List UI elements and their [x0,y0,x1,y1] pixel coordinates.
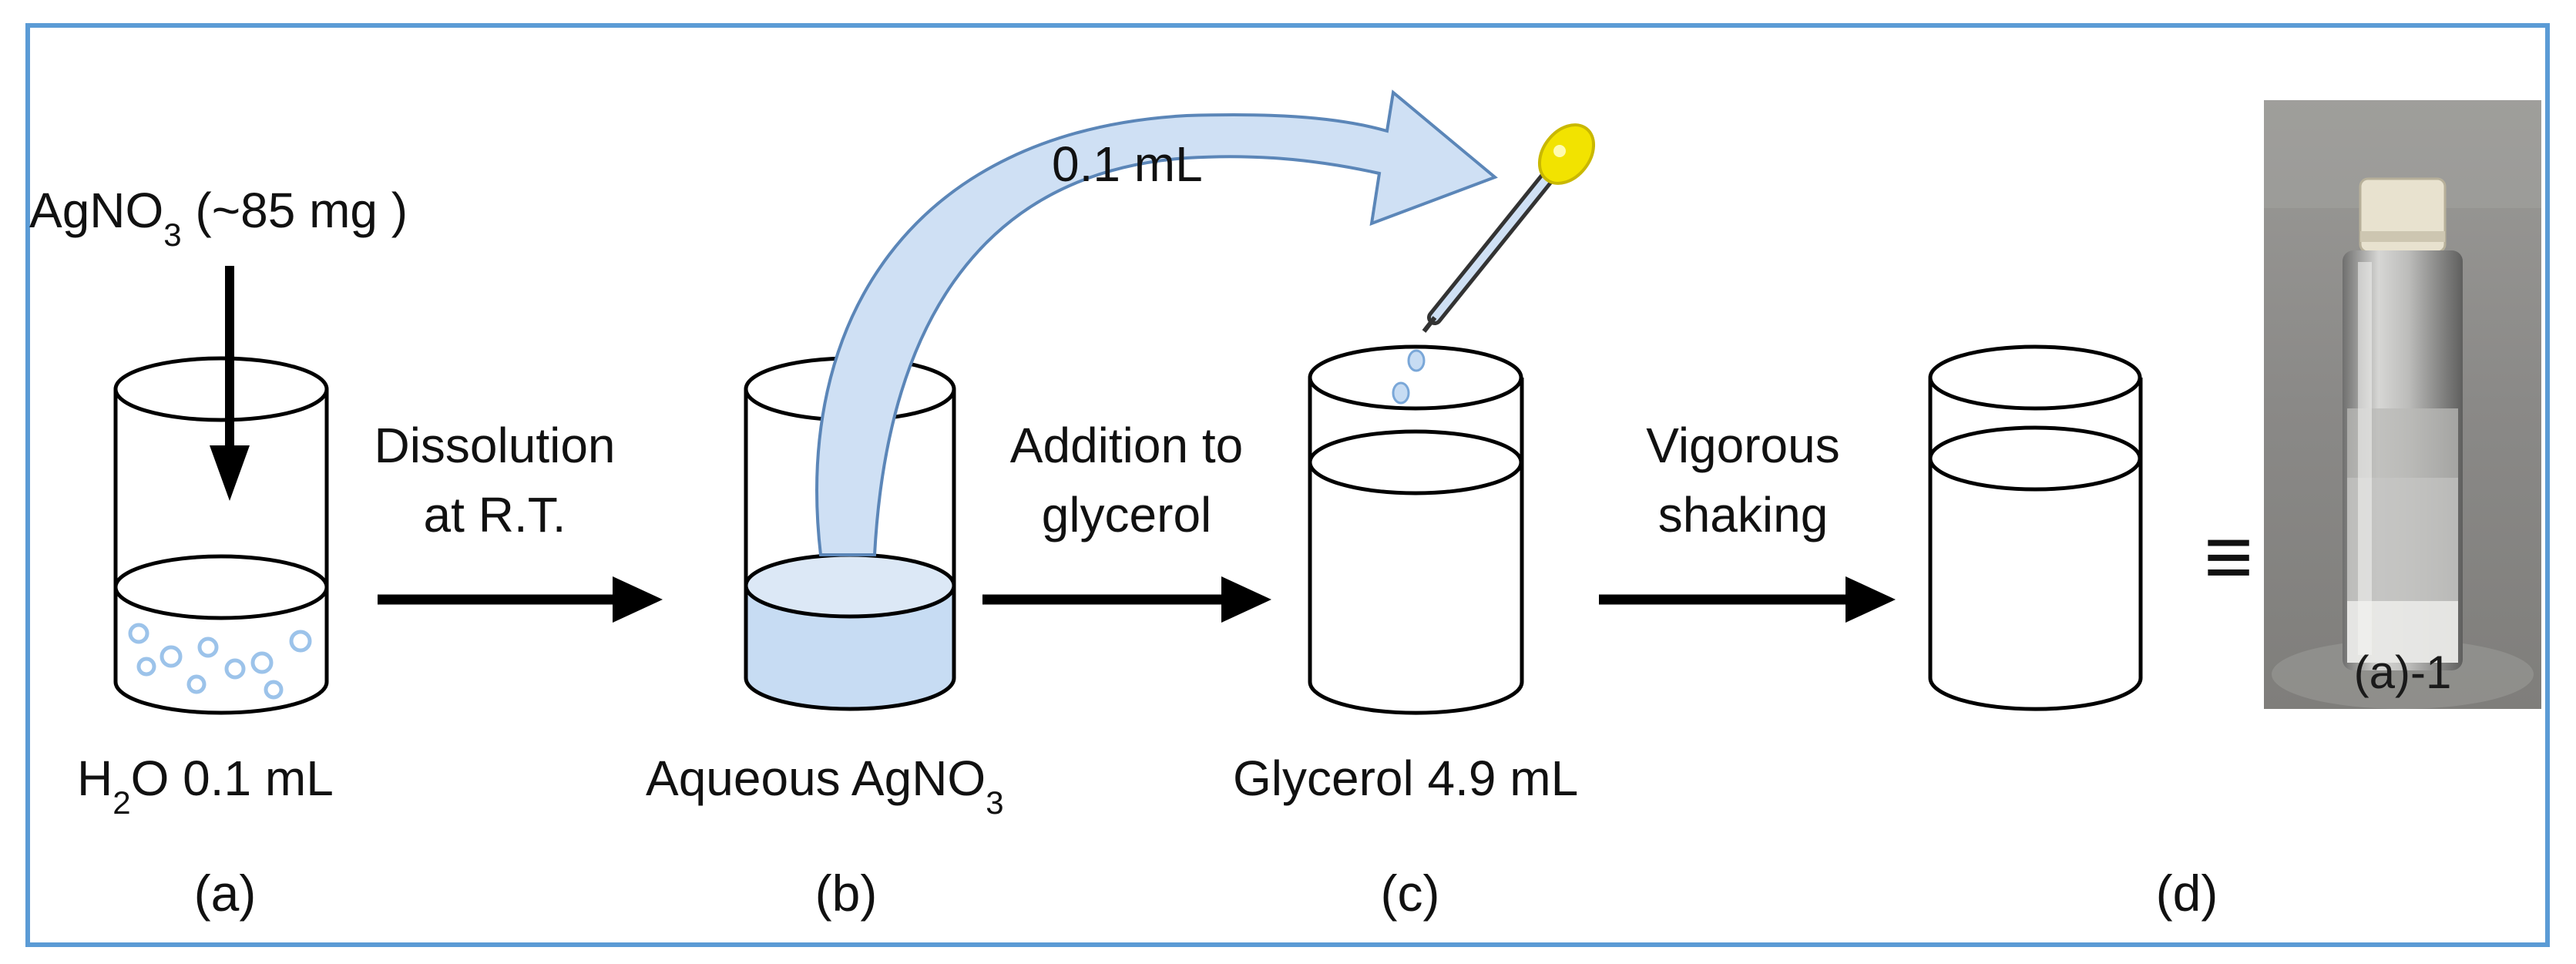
arrow2-head [1221,576,1271,623]
step-label-c: (c) [1381,865,1440,922]
aqueous-solution [746,586,954,709]
dropper-bulb-icon [1537,123,1596,185]
equivalence-symbol: ≡ [2204,509,2253,604]
arrow3-line2: shaking [1658,487,1829,542]
arrow2-line2: glycerol [1042,487,1212,542]
reagent-label: AgNO3 (~85 mg ) [29,183,408,253]
beaker-c [1308,344,1524,715]
water-surface [113,554,329,620]
glycerol-surface [1308,429,1523,495]
transfer-arrow [815,89,1498,556]
arrow2-line1: Addition to [1010,418,1243,473]
caption-a: H2O 0.1 mL [77,751,334,821]
step-label-d: (d) [2156,865,2218,922]
arrow1-line2: at R.T. [424,487,566,542]
droplet-2 [1392,381,1410,405]
arrow3-line1: Vigorous [1646,418,1839,473]
transfer-volume-label: 0.1 mL [1052,136,1203,192]
arrow1-head [613,576,663,623]
droplet-1 [1407,349,1426,372]
agno3-crystals [128,623,312,700]
step-label-b: (b) [815,865,878,922]
dropper [1392,123,1596,405]
step-label-a: (a) [194,865,257,922]
caption-c: Glycerol 4.9 mL [1233,751,1578,806]
caption-b: Aqueous AgNO3 [646,751,1004,821]
arrow1-line1: Dissolution [374,418,615,473]
beaker-d [1928,344,2143,711]
beaker-a [113,356,329,715]
arrow3-head [1846,576,1896,623]
figure-frame [25,23,2550,947]
mixture-surface [1928,425,2142,492]
vial-photo: (a)-1 [2264,100,2541,709]
reagent-arrowhead [210,445,250,501]
photo-label: (a)-1 [2354,647,2452,698]
